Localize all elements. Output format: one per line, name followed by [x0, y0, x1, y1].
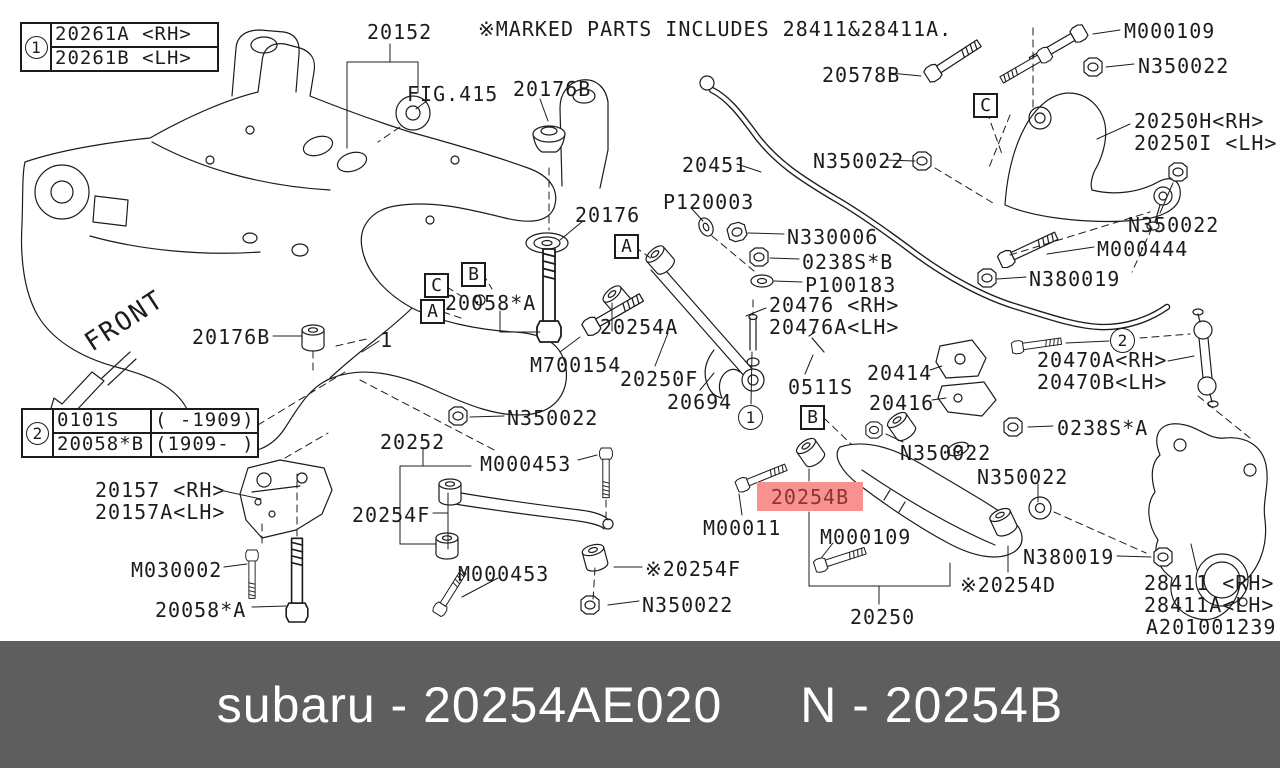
part-label: 20176B — [513, 77, 592, 101]
part-label: 20058*A — [155, 598, 247, 622]
part-label: 20254A — [600, 315, 679, 339]
part-label: 20252 — [380, 430, 446, 454]
section-marker-C: C — [973, 93, 998, 118]
front-arrow: FRONT — [46, 285, 170, 423]
part-label: P100183 — [805, 273, 897, 297]
circle-marker-1: 1 — [24, 35, 48, 59]
part-label: N350022 — [900, 441, 992, 465]
part-label: P120003 — [663, 190, 755, 214]
table-row: 20058*B(1909- ) — [54, 434, 257, 456]
part-label: M000453 — [458, 562, 550, 586]
part-label: 20416 — [869, 391, 935, 415]
footer-bar: subaru - 20254AE020 N - 20254B — [0, 641, 1280, 768]
part-label: ※20254D — [960, 573, 1057, 597]
part-label: N350022 — [507, 406, 599, 430]
part-label: 20578B — [822, 63, 901, 87]
table-cell: 20058*B — [54, 434, 152, 456]
stabilizer-bar-art — [699, 75, 1219, 417]
part-label: 20470A<RH> — [1037, 348, 1168, 372]
part-label: 20152 — [367, 20, 433, 44]
circle-marker-2: 2 — [1110, 328, 1135, 353]
part-label: 20694 — [667, 390, 733, 414]
trailing-rod-art — [599, 217, 825, 399]
part-label: 0238S*A — [1057, 416, 1149, 440]
part-label: 28411A<LH> — [1144, 593, 1275, 617]
part-label: M000109 — [820, 525, 912, 549]
part-label: 20414 — [867, 361, 933, 385]
part-label: 0238S*B — [802, 250, 894, 274]
circle-marker-1: 1 — [738, 405, 763, 430]
highlighted-part-label[interactable]: 20254B — [757, 482, 863, 511]
part-label: 20157 <RH> — [95, 478, 226, 502]
part-label: 0511S — [788, 375, 854, 399]
knuckle-art — [1148, 423, 1268, 621]
part-label: N350022 — [813, 149, 905, 173]
footer-part-ref: N - 20254B — [800, 676, 1064, 733]
ref-table-rows: 0101S( -1909)20058*B(1909- ) — [54, 410, 257, 456]
circle-marker-2: 2 — [26, 421, 49, 445]
part-label: M000109 — [1124, 19, 1216, 43]
part-label: M000453 — [480, 452, 572, 476]
marked-parts-note: ※MARKED PARTS INCLUDES 28411&28411A. — [478, 17, 953, 41]
part-label: 20254F — [352, 503, 431, 527]
part-label: 20476A<LH> — [769, 315, 900, 339]
table-row: 20261B <LH> — [52, 48, 217, 70]
part-label: N350022 — [1138, 54, 1230, 78]
part-label: N380019 — [1023, 545, 1115, 569]
footer-brand-code: subaru - 20254AE020 — [216, 676, 723, 733]
part-label: N350022 — [1128, 213, 1220, 237]
part-label: N350022 — [977, 465, 1069, 489]
part-label: 20176B — [192, 325, 271, 349]
part-label: 20451 — [682, 153, 748, 177]
part-label: 20058*A — [445, 291, 537, 315]
part-label: N350022 — [642, 593, 734, 617]
part-label: 1 — [380, 328, 394, 352]
part-label: M700154 — [530, 353, 622, 377]
table-cell: ( -1909) — [155, 409, 255, 431]
part-label: M030002 — [131, 558, 223, 582]
section-marker-B: B — [800, 405, 825, 430]
ref-table-marker-cell: 2 — [23, 410, 54, 456]
part-label: 20470B<LH> — [1037, 370, 1168, 394]
ref-table-marker-cell: 1 — [22, 24, 52, 70]
part-label: A201001239 — [1146, 615, 1277, 639]
part-label: 20250F — [620, 367, 699, 391]
ref-table-rows: 20261A <RH>20261B <LH> — [52, 24, 217, 70]
section-marker-A: A — [420, 299, 445, 324]
upper-arm-art — [1004, 92, 1181, 231]
table-cell: 20261B <LH> — [55, 47, 192, 69]
table-row: 20261A <RH> — [52, 24, 217, 48]
part-label: ※20254F — [645, 557, 742, 581]
part-label: FIG.415 — [407, 82, 499, 106]
lateral-link-art — [435, 406, 614, 615]
part-label: N330006 — [787, 225, 879, 249]
bracket-20157-art — [239, 459, 333, 539]
table-row: 0101S( -1909) — [54, 410, 257, 434]
part-label: N380019 — [1029, 267, 1121, 291]
part-label: 20250H<RH> — [1134, 109, 1265, 133]
section-marker-B: B — [461, 262, 486, 287]
part-label: M00011 — [703, 516, 782, 540]
section-marker-C: C — [424, 273, 449, 298]
part-label: 20476 <RH> — [769, 293, 900, 317]
table-cell: (1909- ) — [155, 433, 255, 455]
part-label: 20250 — [850, 605, 916, 629]
table-cell: 0101S — [54, 410, 152, 432]
dashed-lines — [257, 27, 1251, 601]
leader-lines — [223, 29, 1198, 608]
section-marker-A: A — [614, 234, 639, 259]
part-label: 20157A<LH> — [95, 500, 226, 524]
part-label: 20176 — [575, 203, 641, 227]
table-cell: 20261A <RH> — [55, 23, 192, 45]
front-label: FRONT — [79, 285, 169, 358]
part-label: 20250I <LH> — [1134, 131, 1278, 155]
part-label: M000444 — [1097, 237, 1189, 261]
part-label: 28411 <RH> — [1144, 571, 1275, 595]
